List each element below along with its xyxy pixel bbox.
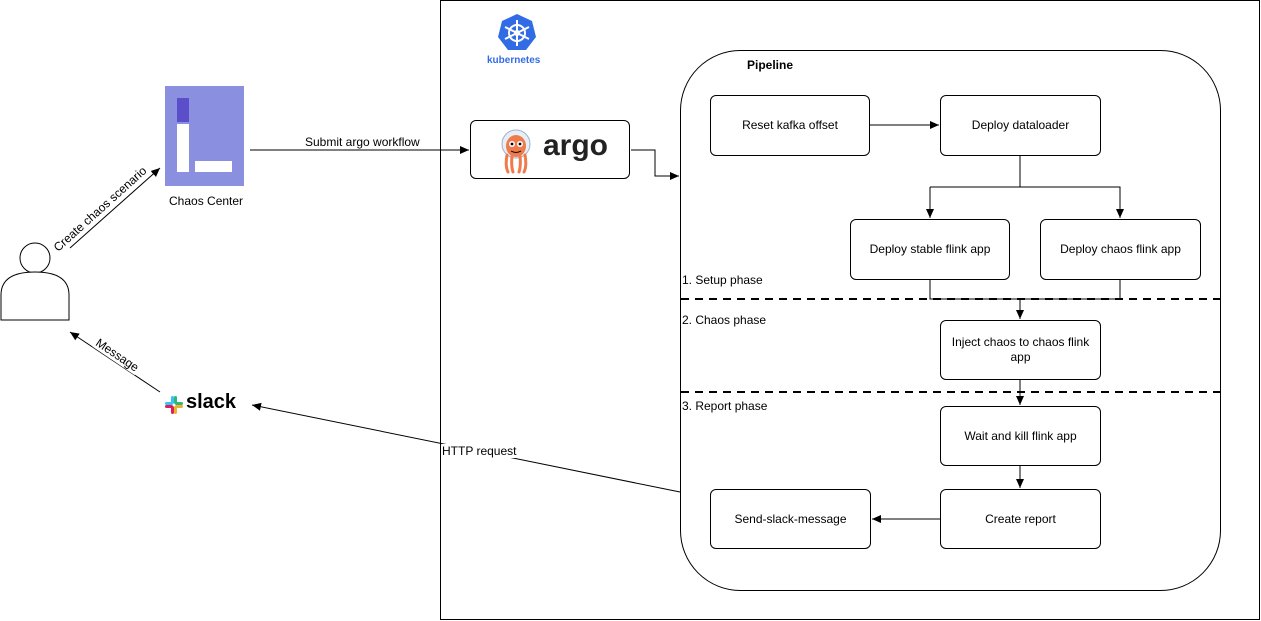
step-wait-kill-flink-label: Wait and kill flink app: [964, 428, 1077, 443]
phase-label-report: 3. Report phase: [682, 399, 768, 413]
user-icon: [0, 242, 70, 321]
step-deploy-chaos-flink-label: Deploy chaos flink app: [1060, 242, 1181, 256]
pipeline-container: [680, 50, 1221, 591]
argo-octopus-icon: [501, 129, 531, 174]
slack-icon: [165, 396, 183, 414]
step-reset-kafka-offset[interactable]: Reset kafka offset: [710, 95, 870, 156]
slack-logo: [164, 395, 184, 415]
edge-fork-chaos: [1020, 186, 1124, 218]
argo-node[interactable]: argo: [470, 120, 630, 179]
kubernetes-icon: [498, 14, 536, 50]
slack-label: slack: [186, 391, 237, 413]
edge-label-http-request: HTTP request: [442, 444, 517, 458]
step-inject-chaos-label: Inject chaos to chaos flink app: [951, 335, 1090, 364]
step-wait-kill-flink[interactable]: Wait and kill flink app: [940, 406, 1101, 466]
step-reset-kafka-offset-label: Reset kafka offset: [742, 118, 838, 132]
step-send-slack-message-label: Send-slack-message: [734, 511, 847, 526]
edge-dataloader-fork: [930, 155, 1021, 188]
phase-label-setup: 1. Setup phase: [682, 273, 763, 287]
step-send-slack-message[interactable]: Send-slack-message: [710, 489, 871, 549]
step-deploy-stable-flink-label: Deploy stable flink app: [869, 242, 991, 256]
edge-create-scenario: [69, 167, 161, 249]
chaos-center-accent-bar: [177, 98, 189, 122]
chaos-center-white-base: [195, 161, 232, 172]
step-deploy-chaos-flink[interactable]: Deploy chaos flink app: [1040, 219, 1201, 280]
argo-label: argo: [543, 129, 609, 162]
edge-label-submit-workflow: Submit argo workflow: [305, 135, 420, 149]
edge-merge-chaos: [1020, 280, 1121, 300]
phase-label-chaos: 2. Chaos phase: [682, 313, 767, 327]
step-create-report-label: Create report: [985, 511, 1056, 526]
chaos-center-white-bar: [177, 124, 189, 172]
step-deploy-stable-flink[interactable]: Deploy stable flink app: [850, 219, 1010, 280]
edge-argo-pipeline: [631, 149, 679, 180]
step-create-report[interactable]: Create report: [940, 489, 1101, 549]
chaos-center-logo: [165, 86, 244, 186]
pipeline-title: Pipeline: [747, 58, 794, 72]
edge-merge-stable: [929, 280, 1020, 300]
step-inject-chaos[interactable]: Inject chaos to chaos flink app: [940, 320, 1101, 380]
kubernetes-label: kubernetes: [487, 55, 541, 66]
chaos-center-label: Chaos Center: [169, 194, 244, 208]
step-deploy-dataloader[interactable]: Deploy dataloader: [940, 95, 1101, 156]
step-deploy-dataloader-label: Deploy dataloader: [971, 118, 1070, 132]
kubernetes-logo: [495, 12, 539, 54]
kubernetes-cluster-frame: [440, 0, 1260, 620]
